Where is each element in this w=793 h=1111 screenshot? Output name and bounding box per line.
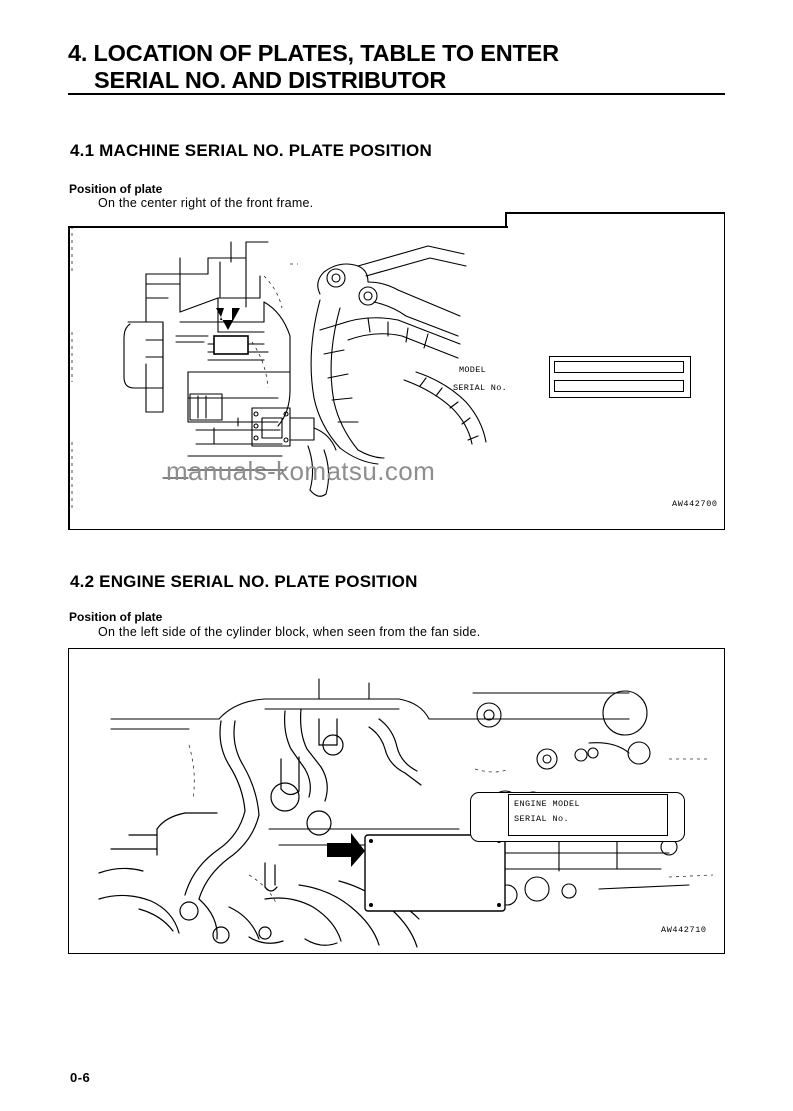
plate-location-arrow: [213, 308, 249, 355]
engine-plate-marker: [327, 833, 506, 912]
figure-1-border-step: [505, 212, 507, 227]
subheading-position-of-plate-4-2: Position of plate: [69, 610, 163, 624]
page-title: 4. LOCATION OF PLATES, TABLE TO ENTER SE…: [68, 40, 688, 94]
figure-reference-4-1: AW442700: [672, 499, 718, 509]
figure-machine-serial-plate: AW442700: [68, 212, 725, 530]
engine-plate-serial-label: SERIAL No.: [514, 814, 570, 824]
subheading-position-of-plate-4-1: Position of plate: [69, 182, 163, 196]
machine-plate-serial-field: [554, 380, 684, 392]
engine-plate-model-label: ENGINE MODEL: [514, 799, 581, 809]
figure-1-border-bottom: [68, 528, 725, 530]
machine-serial-plate: MODEL SERIAL No.: [451, 356, 691, 398]
machine-line-drawing: [71, 226, 487, 512]
section-heading-4-2: 4.2 ENGINE SERIAL NO. PLATE POSITION: [70, 572, 418, 591]
section-heading-4-1: 4.1 MACHINE SERIAL NO. PLATE POSITION: [70, 141, 432, 160]
machine-plate-outline: [549, 356, 691, 398]
page-title-line-1: 4. LOCATION OF PLATES, TABLE TO ENTER: [68, 40, 559, 66]
machine-plate-serial-label: SERIAL No.: [453, 383, 508, 393]
figure-1-border-left: [68, 226, 70, 530]
machine-plate-model-label: MODEL: [459, 365, 487, 375]
title-divider: [68, 93, 725, 95]
machine-plate-model-field: [554, 361, 684, 373]
figure-1-border-top-right: [505, 212, 725, 214]
figure-1-border-top-left: [68, 226, 508, 228]
figure-1-border-right: [723, 212, 725, 530]
page-title-line-2: SERIAL NO. AND DISTRIBUTOR: [94, 66, 447, 93]
engine-serial-plate: ENGINE MODEL SERIAL No.: [470, 792, 685, 842]
body-text-4-1: On the center right of the front frame.: [98, 196, 314, 210]
figure-reference-4-2: AW442710: [661, 925, 707, 935]
body-text-4-2: On the left side of the cylinder block, …: [98, 625, 481, 639]
engine-plate-inner-frame: [508, 794, 668, 836]
page-number: 0-6: [70, 1070, 91, 1085]
